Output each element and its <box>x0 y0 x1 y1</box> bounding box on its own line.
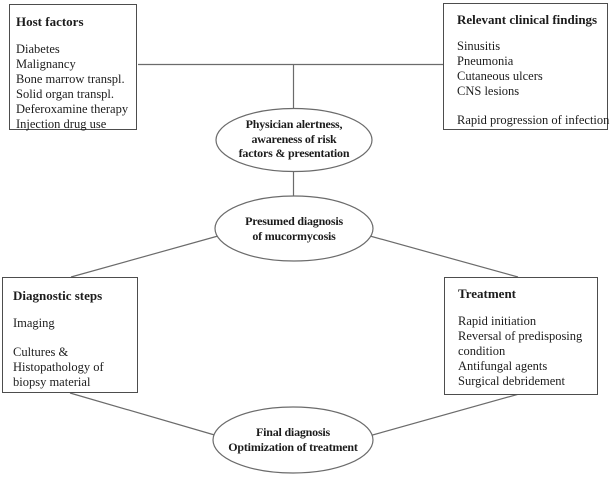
list-item: Rapid initiation <box>458 314 537 328</box>
node-label-final-diagnosis: Final diagnosis Optimization of treatmen… <box>208 425 378 455</box>
node-label-line: of mucormycosis <box>252 229 336 243</box>
list-item: Pneumonia <box>457 54 514 68</box>
list-item: Deferoxamine therapy <box>16 102 129 116</box>
node-label-line: Presumed diagnosis <box>245 214 343 228</box>
list-item: Bone marrow transpl. <box>16 72 125 86</box>
list-item: biopsy material <box>13 375 91 389</box>
list-item: Reversal of predisposing <box>458 329 583 343</box>
node-label-line: factors & presentation <box>238 146 350 160</box>
node-ellipse-final <box>212 406 374 474</box>
box-host-factors: Host factors Diabetes Malignancy Bone ma… <box>9 4 137 131</box>
list-item: Solid organ transpl. <box>16 87 115 101</box>
list-item: Malignancy <box>16 57 76 71</box>
list-item: Surgical debridement <box>458 374 566 388</box>
node-ellipse-alertness <box>215 107 373 173</box>
list-item: Cultures & <box>13 345 69 359</box>
list-item: Imaging <box>13 316 55 330</box>
box-treatment-title: Treatment <box>458 286 516 301</box>
list-item: condition <box>458 344 506 358</box>
list-item: CNS lesions <box>457 84 520 98</box>
node-label-physician-alertness: Physician alertness, awareness of risk f… <box>214 117 374 161</box>
box-treatment: Treatment Rapid initiation Reversal of p… <box>444 277 598 395</box>
box-relevant-clinical-findings: Relevant clinical findings Sinusitis Pne… <box>443 3 610 130</box>
node-ellipse-presumed <box>214 195 374 262</box>
list-item: Diabetes <box>16 42 60 56</box>
connector-presumed-treatment <box>369 235 519 278</box>
box-diagnostic-steps: Diagnostic steps Imaging Cultures & Hist… <box>2 277 138 393</box>
node-label-line: awareness of risk <box>251 131 337 146</box>
box-relevant-clinical-findings-title: Relevant clinical findings <box>457 12 598 27</box>
node-label-line: Final diagnosis <box>255 425 331 439</box>
node-label-presumed-diagnosis: Presumed diagnosis of mucormycosis <box>214 214 374 244</box>
node-label-line: Optimization of treatment <box>228 440 358 454</box>
node-label-line: Physician alertness, <box>245 117 343 131</box>
box-host-factors-title: Host factors <box>16 14 84 29</box>
list-item: Rapid progression of infection <box>457 113 610 127</box>
list-item: Histopathology of <box>13 360 104 374</box>
box-diagnostic-steps-title: Diagnostic steps <box>13 288 103 303</box>
connector-diagnostic-final <box>69 392 219 437</box>
list-item: Antifungal agents <box>458 359 548 373</box>
list-item: Sinusitis <box>457 39 501 53</box>
list-item: Injection drug use <box>16 117 107 131</box>
connector-treatment-final <box>368 393 520 437</box>
connector-presumed-diagnostic <box>70 235 219 278</box>
list-item: Cutaneous ulcers <box>457 69 543 83</box>
